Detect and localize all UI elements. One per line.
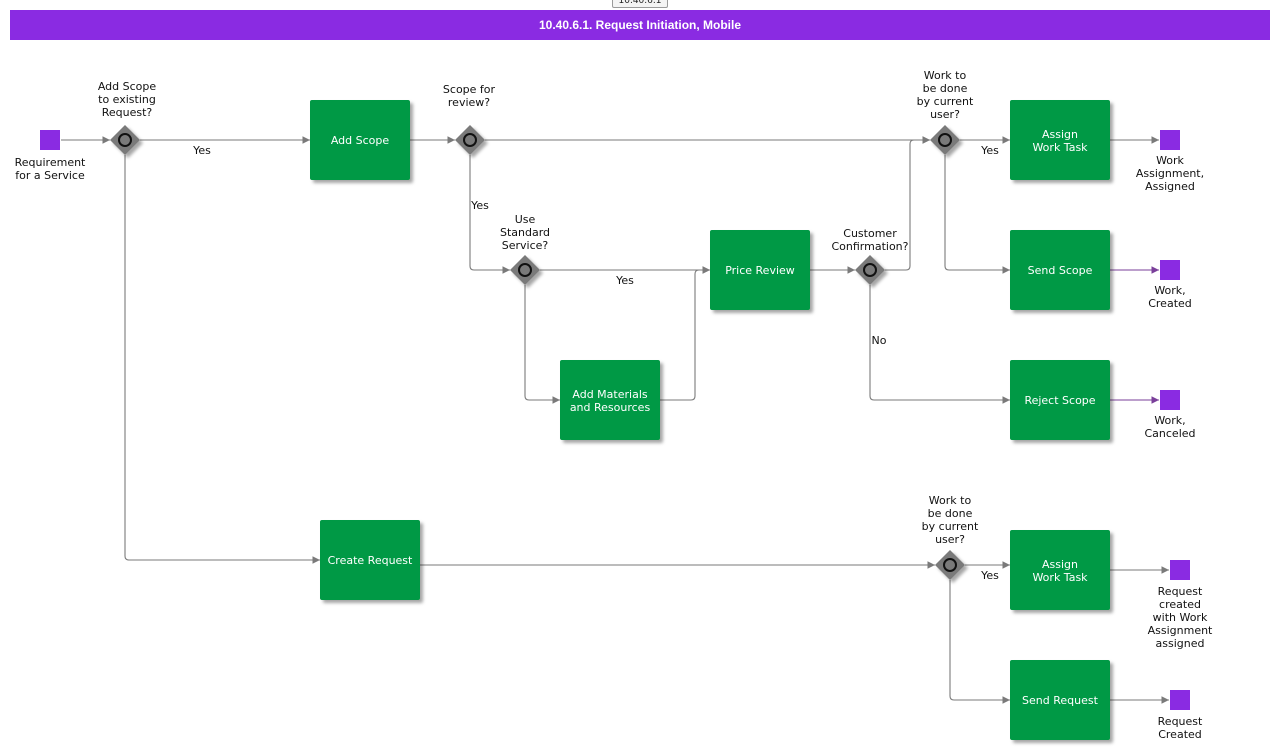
task-label: Create Request xyxy=(328,554,413,567)
flow-to-send-request xyxy=(949,580,1010,704)
label-yes-add-scope: Yes xyxy=(192,144,211,157)
gateway-current-user-1 xyxy=(930,125,960,155)
task-price-review[interactable]: Price Review xyxy=(710,230,810,310)
sequence-flows xyxy=(61,136,1169,704)
task-add-scope[interactable]: Add Scope xyxy=(310,100,410,180)
end-event-request-assignment xyxy=(1170,560,1190,580)
task-send-scope[interactable]: Send Scope xyxy=(1010,230,1110,310)
end-event-work-created-label: Work,Created xyxy=(1148,284,1192,310)
end-event-work-assigned xyxy=(1160,130,1180,150)
label-yes-current-user-1: Yes xyxy=(980,144,999,157)
flow-to-send-scope xyxy=(944,155,1010,274)
label-yes-scope-review: Yes xyxy=(470,199,489,212)
task-label: Send Scope xyxy=(1028,264,1093,277)
flow-yes-to-standard-service xyxy=(469,155,510,274)
gateway-add-scope xyxy=(110,125,140,155)
gateway-scope-review xyxy=(455,125,485,155)
label-yes-current-user-2: Yes xyxy=(980,569,999,582)
end-event-work-canceled-label: Work,Canceled xyxy=(1144,414,1195,440)
label-yes-standard: Yes xyxy=(615,274,634,287)
flow-to-add-materials xyxy=(524,285,560,404)
task-label: Add Scope xyxy=(331,134,390,147)
events xyxy=(40,130,1190,710)
diagram-title: 10.40.6.1. Request Initiation, Mobile xyxy=(10,10,1270,40)
task-create-request[interactable]: Create Request xyxy=(320,520,420,600)
flow-no-to-reject-scope xyxy=(869,285,1010,404)
start-event xyxy=(40,130,60,150)
gateway-standard-service xyxy=(510,255,540,285)
task-reject-scope[interactable]: Reject Scope xyxy=(1010,360,1110,440)
gateway-current-user-2 xyxy=(935,550,965,580)
end-event-request-created xyxy=(1170,690,1190,710)
task-label: Send Request xyxy=(1022,694,1099,707)
diagram-id-tag: 10.40.6.1 xyxy=(612,0,668,8)
end-event-work-created xyxy=(1160,260,1180,280)
flow-materials-to-price-review xyxy=(660,266,710,401)
task-send-request[interactable]: Send Request xyxy=(1010,660,1110,740)
flow-to-create-request xyxy=(124,155,320,564)
gateway-customer-confirmation xyxy=(855,255,885,285)
end-event-work-canceled xyxy=(1160,390,1180,410)
task-label: Reject Scope xyxy=(1024,394,1095,407)
gateways xyxy=(110,125,965,580)
label-no-confirmation: No xyxy=(872,334,887,347)
flow-confirmed-to-current-user xyxy=(885,136,930,271)
flow-labels: Yes Yes Yes No Yes Yes xyxy=(192,144,999,582)
task-label: Price Review xyxy=(725,264,795,277)
